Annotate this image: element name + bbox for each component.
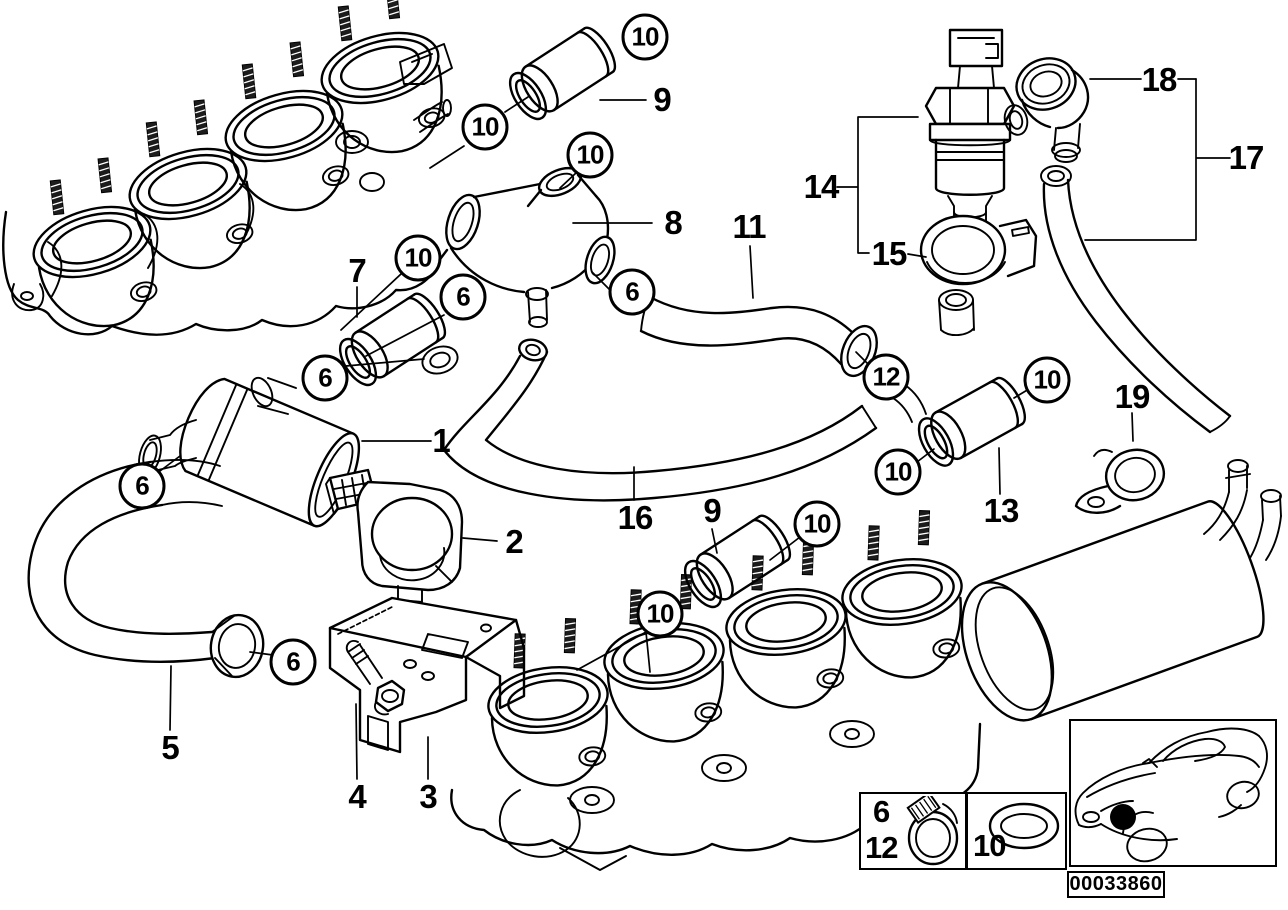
callout-circle-6[interactable]: 6 (118, 462, 166, 510)
car-location-inset (1069, 719, 1277, 867)
callout-14[interactable]: 14 (803, 168, 840, 205)
callout-circle-10[interactable]: 10 (566, 131, 614, 179)
callout-1[interactable]: 1 (432, 422, 450, 459)
sealing-ring-icon (988, 802, 1060, 850)
part-18-elbow-drawing (1015, 57, 1090, 163)
callout-circle-10[interactable]: 10 (461, 103, 509, 151)
callout-7[interactable]: 7 (348, 252, 366, 289)
part-9-sleeve-top-drawing (501, 21, 623, 127)
part-19-clamp-drawing (1074, 448, 1166, 514)
part-2-holder-drawing (356, 480, 464, 603)
callout-19[interactable]: 19 (1114, 378, 1151, 415)
leader-lines (159, 78, 1231, 780)
part-1-idle-valve-drawing (138, 376, 378, 528)
legend-divider (965, 794, 968, 868)
callout-13[interactable]: 13 (983, 492, 1020, 529)
callout-circle-6[interactable]: 6 (439, 273, 487, 321)
part-11-hose-drawing (639, 295, 878, 378)
hose-clamp-icon (906, 796, 959, 866)
callout-circle-10[interactable]: 10 (394, 234, 442, 282)
callout-15[interactable]: 15 (871, 235, 908, 272)
drawing-number: 00033860 (1069, 873, 1163, 895)
legend-seal-label-10[interactable]: 10 (973, 828, 1006, 863)
callout-circle-6[interactable]: 6 (301, 354, 349, 402)
part-3-bracket-drawing (328, 596, 526, 754)
callout-17[interactable]: 17 (1228, 139, 1265, 176)
throttle-assembly-upper-drawing (2, 0, 461, 341)
callout-11[interactable]: 11 (732, 208, 767, 245)
part-17-hose-drawing (1040, 165, 1232, 434)
car-location-icon (1074, 727, 1268, 863)
part-7-sleeve-drawing (331, 287, 453, 393)
callout-18[interactable]: 18 (1141, 61, 1178, 98)
callout-9[interactable]: 9 (653, 81, 671, 118)
part-14-vent-valve-drawing (924, 28, 1029, 237)
callout-4[interactable]: 4 (348, 778, 366, 815)
part-8-t-fitting-drawing (421, 166, 616, 375)
callout-5[interactable]: 5 (161, 729, 179, 766)
fastener-legend: 6 12 10 (859, 792, 1067, 870)
callout-3[interactable]: 3 (419, 778, 437, 815)
canister-drawing (960, 459, 1282, 722)
callout-circle-10[interactable]: 10 (636, 590, 684, 638)
callout-circle-10[interactable]: 10 (621, 13, 669, 61)
callout-16[interactable]: 16 (617, 499, 654, 536)
part-13-connector-drawing (892, 372, 1033, 473)
callout-circle-10[interactable]: 10 (874, 448, 922, 496)
legend-clamp-label-6[interactable]: 6 (873, 794, 890, 829)
part-4-bolt-drawing (345, 640, 406, 716)
callout-circle-6[interactable]: 6 (608, 268, 656, 316)
drawing-number-box: 00033860 (1067, 871, 1165, 898)
part-16-hose-drawing (442, 338, 878, 502)
callout-2[interactable]: 2 (505, 523, 523, 560)
callout-circle-6[interactable]: 6 (269, 638, 317, 686)
callout-9[interactable]: 9 (703, 492, 721, 529)
part-15-clamp-drawing (919, 214, 1038, 336)
location-dot-icon (1110, 804, 1136, 830)
callout-8[interactable]: 8 (664, 204, 682, 241)
callout-circle-10[interactable]: 10 (793, 500, 841, 548)
part-5-hose-drawing (27, 458, 265, 679)
legend-clamp-label-12[interactable]: 12 (865, 830, 898, 865)
callout-circle-12[interactable]: 12 (862, 353, 910, 401)
callout-circle-10[interactable]: 10 (1023, 356, 1071, 404)
